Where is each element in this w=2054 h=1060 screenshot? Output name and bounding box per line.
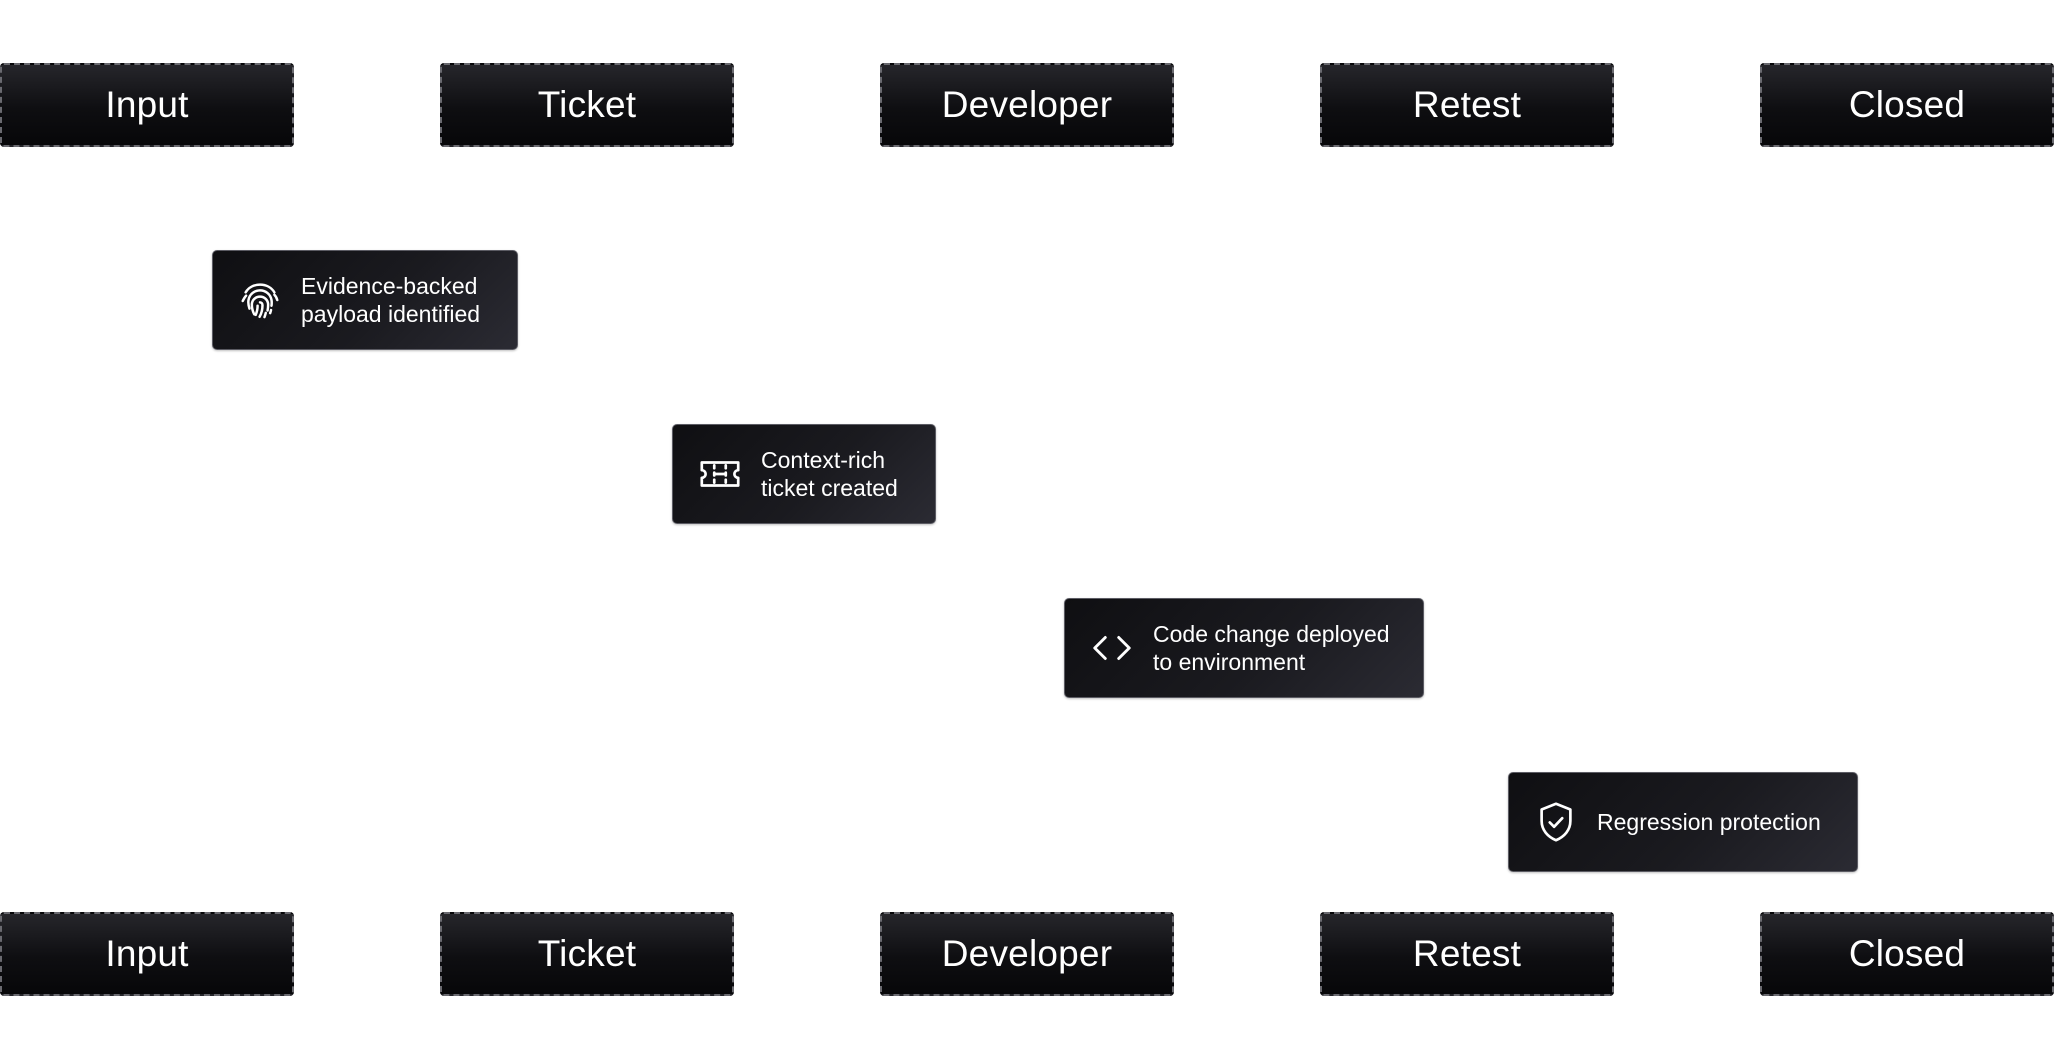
event-label: Context-rich ticket created (761, 447, 898, 501)
event-ticket-created: Context-rich ticket created (672, 424, 936, 524)
event-code-deployed: Code change deployed to environment (1064, 598, 1424, 698)
ticket-icon (697, 451, 743, 497)
event-regression-protection: Regression protection (1508, 772, 1858, 872)
stage-ticket-bottom: Ticket (440, 912, 734, 996)
stage-row-top: Input Ticket Developer Retest Closed (0, 63, 2054, 149)
stage-developer-bottom: Developer (880, 912, 1174, 996)
code-icon (1089, 625, 1135, 671)
stage-developer-top: Developer (880, 63, 1174, 147)
event-label: Code change deployed to environment (1153, 621, 1390, 675)
event-label: Evidence-backed payload identified (301, 273, 481, 327)
stage-ticket-top: Ticket (440, 63, 734, 147)
event-label: Regression protection (1597, 809, 1821, 835)
stage-closed-bottom: Closed (1760, 912, 2054, 996)
event-payload-identified: Evidence-backed payload identified (212, 250, 518, 350)
stage-retest-top: Retest (1320, 63, 1614, 147)
fingerprint-icon (237, 277, 283, 323)
stage-input-top: Input (0, 63, 294, 147)
stage-retest-bottom: Retest (1320, 912, 1614, 996)
stage-row-bottom: Input Ticket Developer Retest Closed (0, 912, 2054, 998)
stage-closed-top: Closed (1760, 63, 2054, 147)
shield-check-icon (1533, 799, 1579, 845)
stage-input-bottom: Input (0, 912, 294, 996)
